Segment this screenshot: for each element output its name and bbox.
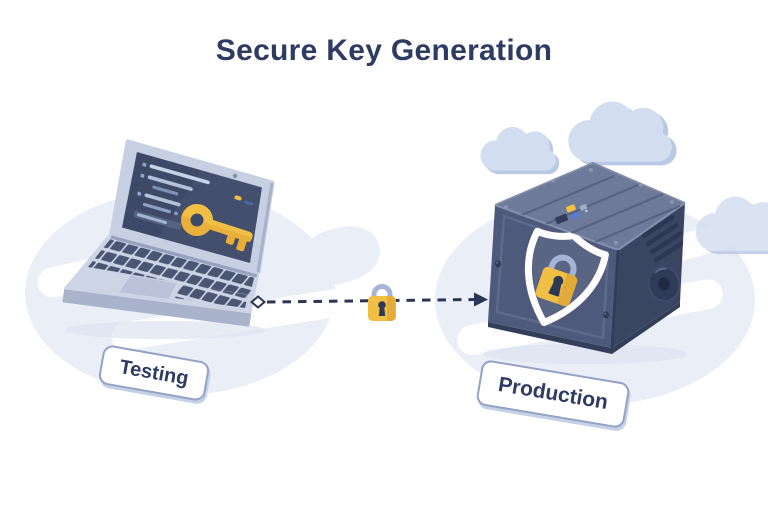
server-side-details bbox=[641, 215, 685, 302]
chip-details bbox=[554, 204, 588, 225]
page-title: Secure Key Generation bbox=[215, 34, 553, 67]
server-illustration bbox=[483, 161, 687, 364]
padlock-icon bbox=[535, 254, 578, 307]
connector-padlock-icon bbox=[368, 284, 396, 321]
dashed-line bbox=[266, 298, 476, 304]
server-top-panels bbox=[504, 168, 681, 245]
testing-label-text: Testing bbox=[117, 355, 191, 390]
server-front-panel bbox=[495, 214, 610, 340]
dashed-connector bbox=[250, 284, 488, 321]
server-side-face bbox=[612, 203, 685, 348]
server-dial bbox=[647, 266, 681, 302]
screen-code-lines bbox=[133, 162, 254, 230]
diamond-endpoint-icon bbox=[250, 295, 267, 309]
key-icon bbox=[181, 204, 253, 252]
server-bottom-lip bbox=[488, 302, 680, 354]
server-vents bbox=[641, 215, 685, 263]
laptop-shadow bbox=[65, 321, 265, 339]
shield-icon bbox=[525, 227, 609, 326]
webcam-dot bbox=[232, 173, 238, 179]
arrow-right-icon bbox=[474, 292, 488, 307]
production-label-text: Production bbox=[496, 373, 610, 414]
laptop-screen bbox=[109, 139, 275, 275]
laptop-keyboard bbox=[88, 237, 255, 308]
laptop-trackpad bbox=[119, 275, 177, 299]
laptop-illustration bbox=[62, 139, 275, 339]
server-shadow bbox=[483, 344, 687, 364]
